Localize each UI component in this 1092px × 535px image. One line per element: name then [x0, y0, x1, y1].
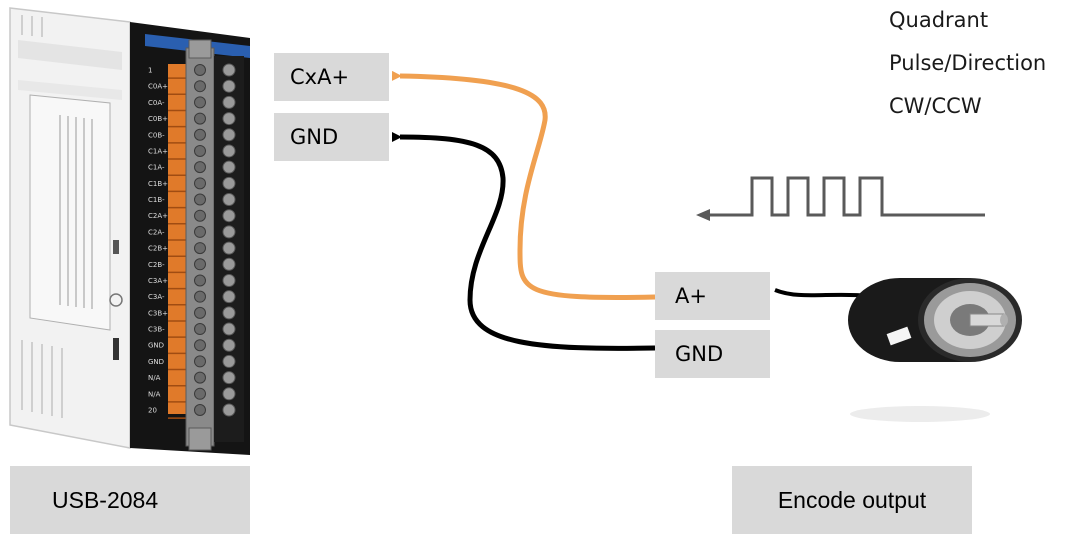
terminal-screw-icon	[222, 387, 236, 401]
terminal-screw-icon	[222, 209, 236, 223]
terminal-label: C2B-	[148, 261, 165, 269]
terminal-label: 20	[148, 407, 157, 415]
terminal-screw-icon	[222, 371, 236, 385]
terminal-label: C0A-	[148, 99, 165, 107]
terminal-screw-icon	[222, 273, 236, 287]
terminal-screw-icon	[222, 63, 236, 77]
terminal-screw-icon	[194, 387, 206, 400]
terminal-screw-icon	[194, 355, 206, 368]
terminal-screw-icon	[194, 339, 206, 352]
ground-wire	[391, 131, 656, 351]
terminal-screw-icon	[194, 209, 206, 222]
terminal-screw-icon	[194, 128, 206, 141]
terminal-label: C3B+	[148, 309, 168, 317]
terminal-screw-icon	[194, 144, 206, 157]
device-name: USB-2084	[52, 486, 159, 513]
terminal-screw-icon	[194, 290, 206, 303]
terminal-label: C0A+	[148, 83, 168, 91]
a-plus-output-label: A+	[655, 272, 770, 320]
terminal-label: C1B-	[148, 196, 165, 204]
pulse-waveform	[696, 176, 985, 221]
terminal-screw-icon	[222, 241, 236, 255]
terminal-label: C2A+	[148, 212, 168, 220]
terminal-label: C2A-	[148, 228, 165, 236]
device-caption: USB-2084	[10, 466, 250, 534]
encoder-gnd-output-label: GND	[655, 330, 770, 378]
terminal-label: C0B-	[148, 131, 165, 139]
terminal-screw-icon	[222, 160, 236, 174]
terminal-label: C3B-	[148, 326, 165, 334]
terminal-screw-icon	[194, 404, 206, 416]
terminal-label: C0B+	[148, 115, 168, 123]
terminal-screw-icon	[194, 225, 206, 238]
terminal-screw-icon	[194, 112, 206, 125]
terminal-label: GND	[148, 358, 164, 366]
terminal-screw-icon	[222, 403, 236, 417]
terminal-screw-icon	[222, 128, 236, 142]
terminal-screw-icon	[194, 64, 206, 76]
terminal-screw-icon	[222, 112, 236, 126]
terminal-label: C3A+	[148, 277, 168, 285]
terminal-screw-icon	[222, 338, 236, 352]
terminal-screw-icon	[222, 193, 236, 207]
terminal-label: C2B+	[148, 245, 168, 253]
terminal-label: 1	[148, 67, 152, 75]
terminal-screw-icon	[194, 371, 206, 384]
terminal-label: C1A+	[148, 147, 168, 155]
terminal-screw-icon	[222, 176, 236, 190]
cxa-plus-terminal-label: CxA+	[274, 53, 389, 101]
terminal-screw-icon	[194, 323, 206, 336]
signal-wire	[391, 70, 656, 300]
cxa-plus-text: CxA+	[290, 65, 350, 89]
direction-arrow-icon	[696, 209, 710, 221]
terminal-screw-icon	[194, 242, 206, 255]
terminal-label: N/A	[148, 374, 161, 382]
terminal-screw-icon	[222, 144, 236, 158]
terminal-label: N/A	[148, 390, 161, 398]
terminal-screw-icon	[194, 80, 206, 93]
terminal-label: C1A-	[148, 164, 165, 172]
terminal-label: GND	[148, 342, 164, 350]
output-mode-pulse-direction: Pulse/Direction	[889, 51, 1047, 75]
terminal-screw-icon	[222, 257, 236, 271]
terminal-screw-icon	[194, 306, 206, 319]
terminal-screw-icon	[222, 322, 236, 336]
terminal-screw-icon	[194, 258, 206, 271]
terminal-screw-icon	[222, 79, 236, 93]
device-gnd-terminal-label: GND	[274, 113, 389, 161]
terminal-screw-icon	[222, 290, 236, 304]
output-mode-quadrant: Quadrant	[889, 8, 989, 32]
terminal-screw-icon	[222, 225, 236, 239]
terminal-label: C3A-	[148, 293, 165, 301]
encoder-caption: Encode output	[732, 466, 972, 534]
terminal-label: C1B+	[148, 180, 168, 188]
terminal-screw-icon	[194, 193, 206, 206]
rotary-encoder-image	[848, 278, 1022, 422]
terminal-screw-icon	[194, 177, 206, 190]
terminal-screw-icon	[194, 274, 206, 287]
device-gnd-text: GND	[290, 125, 339, 149]
encoder-name: Encode output	[777, 486, 927, 513]
terminal-screw-icon	[194, 96, 206, 109]
terminal-screw-icon	[194, 161, 206, 174]
terminal-screw-icon	[222, 95, 236, 109]
encoder-gnd-text: GND	[675, 342, 724, 366]
output-mode-cw-ccw: CW/CCW	[889, 94, 982, 118]
terminal-screw-icon	[222, 354, 236, 368]
terminal-screw-icon	[222, 306, 236, 320]
a-plus-text: A+	[675, 284, 707, 308]
